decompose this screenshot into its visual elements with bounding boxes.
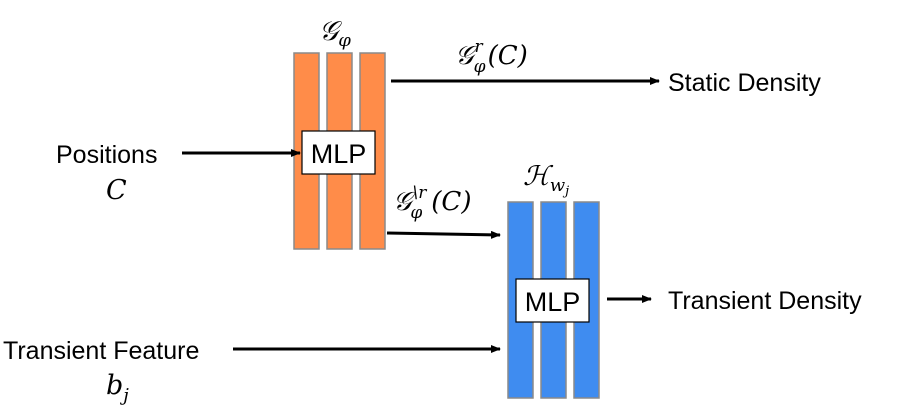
g-mlp-label: MLP	[311, 139, 367, 169]
transient-feature-symbol: bj	[106, 370, 129, 406]
h-symbol: ℋ	[523, 161, 554, 192]
g-r-subscript: φ	[474, 57, 486, 77]
g-network-label: 𝒢φ	[319, 16, 351, 51]
static-density-label: Static Density	[668, 69, 821, 97]
g-subscript: φ	[338, 30, 351, 51]
transient-feature-label: Transient Feature	[3, 337, 199, 365]
h-network: MLP	[507, 201, 600, 399]
h-network-label: ℋwj	[523, 161, 569, 199]
h-sub-subscript: j	[562, 184, 569, 199]
h-mlp-box	[515, 278, 590, 323]
g-not-r-arrow	[386, 230, 501, 239]
g-not-r-symbol: 𝒢	[393, 187, 416, 217]
g-r-symbol: 𝒢	[455, 41, 478, 71]
b-symbol: b	[106, 370, 123, 401]
g-not-r-superscript: \r	[413, 183, 428, 203]
positions-symbol: C	[106, 175, 127, 206]
g-network: MLP	[293, 52, 386, 250]
transient-density-label: Transient Density	[668, 287, 862, 315]
h-subscript: w	[550, 175, 566, 196]
g-mlp-box	[301, 130, 376, 175]
g-not-r-subscript: φ	[410, 203, 422, 223]
g-r-superscript: r	[475, 37, 484, 57]
g-not-r-argument: (C)	[431, 187, 471, 217]
h-mlp-label: MLP	[525, 287, 581, 317]
positions-label: Positions	[56, 141, 157, 169]
b-subscript: j	[119, 385, 129, 406]
g-r-argument: (C)	[488, 41, 528, 71]
